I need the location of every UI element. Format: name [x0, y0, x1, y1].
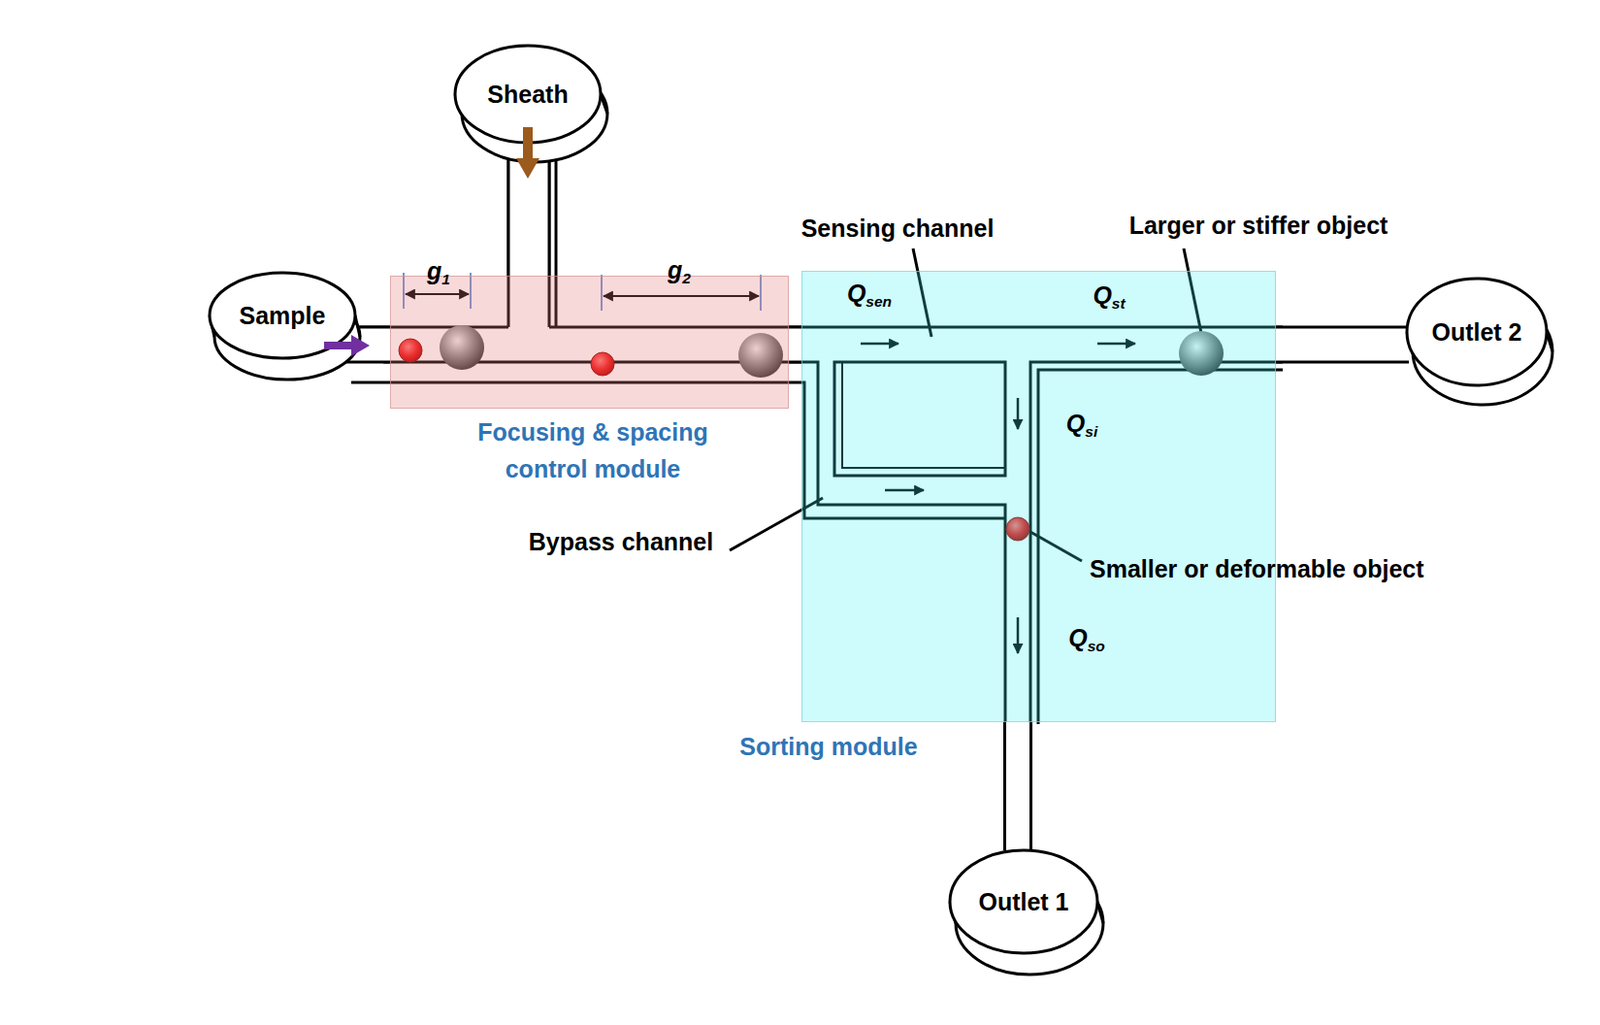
part-label: Larger or stiffer object: [1129, 210, 1389, 240]
flow-rate-label: Qsen: [847, 278, 892, 308]
flow-rate-label: Qso: [1068, 622, 1106, 653]
reservoir-top: [1406, 278, 1547, 386]
channel-interior: [788, 328, 802, 361]
module-label: Sorting module: [692, 731, 965, 761]
reservoir: Outlet 1: [949, 849, 1098, 953]
module-region: Sorting module: [801, 270, 1276, 722]
channel-connector: [1017, 721, 1019, 850]
channel-wall-pair: [788, 326, 802, 364]
reservoir-label: Outlet 2: [1431, 317, 1522, 347]
label-holder: Qsen: [847, 278, 892, 308]
channel-wall-pair: [1275, 326, 1409, 364]
reservoir-label: Outlet 1: [978, 886, 1069, 916]
inlet-arrow: [516, 127, 540, 179]
channel-connector: [788, 344, 802, 346]
part-label: Bypass channel: [528, 526, 714, 556]
reservoir-label: Sheath: [487, 79, 568, 109]
module-label: Focusing & spacing control module: [457, 414, 729, 488]
label-holder: Bypass channel: [528, 526, 714, 556]
reservoir: Sheath: [455, 45, 601, 143]
label-holder: g1: [426, 256, 451, 286]
dimension-label: g2: [667, 255, 691, 285]
flow-rate-label: Qsi: [1066, 408, 1098, 438]
label-holder: Smaller or deformable object: [1089, 554, 1425, 584]
flow-rate-label: Qst: [1092, 280, 1125, 310]
channel-interior: [1275, 328, 1409, 361]
part-label: Sensing channel: [801, 213, 995, 243]
reservoir-top: [949, 849, 1098, 953]
channel-interior: [1006, 721, 1030, 850]
label-holder: g2: [667, 255, 691, 285]
label-holder: Qso: [1068, 622, 1106, 653]
reservoir: Outlet 2: [1406, 278, 1547, 386]
label-holder: Larger or stiffer object: [1129, 210, 1389, 240]
reservoir-label: Sample: [239, 300, 327, 330]
module-region: Focusing & spacing control module: [390, 275, 789, 409]
channel-wall-pair: [1003, 721, 1033, 850]
reservoir: Sample: [209, 272, 356, 359]
part-label: Smaller or deformable object: [1089, 554, 1425, 584]
label-holder: Sensing channel: [801, 213, 995, 243]
channel-connector: [1275, 344, 1409, 346]
sheath-flow-arrow: [516, 127, 540, 179]
label-holder: Qst: [1092, 280, 1125, 310]
inlet-arrow: [324, 334, 370, 357]
label-holder: Qsi: [1066, 408, 1098, 438]
sample-flow-arrow: [324, 334, 370, 357]
dimension-label: g1: [426, 256, 451, 286]
